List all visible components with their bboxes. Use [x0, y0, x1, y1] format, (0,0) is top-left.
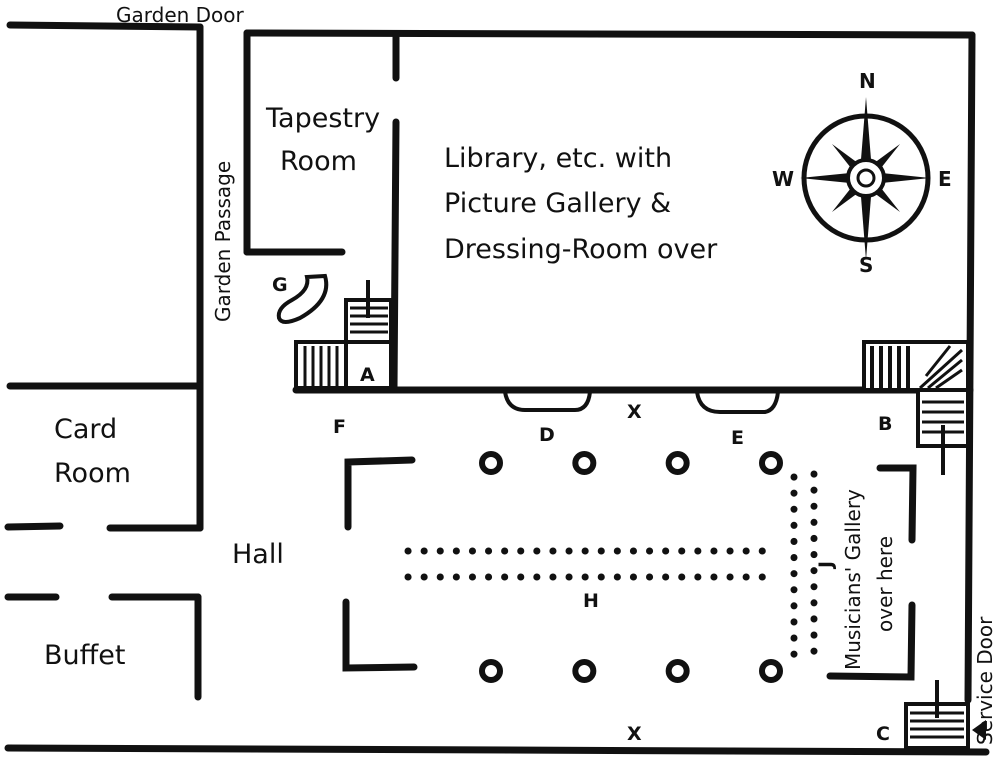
library-label-line1: Library, etc. with — [444, 143, 672, 174]
key-a: A — [360, 364, 375, 386]
fireplace-e — [695, 390, 780, 414]
key-e: E — [731, 427, 744, 449]
screen-south — [342, 598, 418, 672]
key-x-top: X — [627, 401, 642, 423]
column-bottom-1 — [479, 659, 503, 683]
fireplace-d — [503, 390, 592, 412]
compass-south-label: S — [859, 253, 873, 277]
staircase-c — [904, 680, 970, 750]
key-g: G — [272, 274, 288, 296]
key-f: F — [333, 416, 346, 438]
card-room-label-line2: Room — [54, 458, 131, 489]
walls — [4, 21, 990, 756]
staircase-b — [862, 340, 970, 475]
room-labels: Garden Door Garden Passage Tapestry Room… — [44, 3, 994, 745]
compass-west-label: W — [772, 167, 794, 191]
key-x-bottom: X — [627, 723, 642, 745]
column-bottom-4 — [759, 659, 783, 683]
wall-tapestry-east-lower — [390, 118, 400, 392]
column-top-3 — [665, 451, 690, 475]
column-bottom-3 — [665, 659, 690, 683]
wall-south — [4, 744, 990, 756]
wall-top-main — [243, 29, 976, 39]
musicians-gallery-label-line1: Musicians' Gallery — [841, 489, 865, 670]
tapestry-room-label-line1: Tapestry — [265, 103, 380, 134]
garden-door-label: Garden Door — [116, 3, 245, 27]
key-letters: A B C D E F G H J X X — [272, 274, 892, 745]
compass-hub — [846, 158, 886, 198]
hall-label: Hall — [232, 539, 284, 570]
card-room-label-line1: Card — [54, 414, 117, 445]
key-b: B — [878, 413, 892, 435]
gallery-bracket-bottom — [826, 601, 916, 681]
fireplaces — [503, 390, 780, 414]
dotted-lines — [404, 470, 818, 660]
staircase-a — [294, 280, 393, 390]
column-top-2 — [572, 451, 597, 475]
screen-north — [344, 456, 416, 531]
compass-north-label: N — [859, 69, 876, 93]
column-bottom-2 — [572, 659, 597, 683]
service-door-label: Service Door — [973, 616, 994, 745]
buffet-label: Buffet — [44, 640, 125, 671]
column-top-1 — [479, 451, 503, 475]
library-label-line3: Dressing-Room over — [444, 234, 718, 265]
key-j: J — [815, 561, 837, 570]
service-door-arrow-icon — [972, 720, 986, 740]
garden-passage-label: Garden Passage — [211, 161, 235, 322]
library-label-line2: Picture Gallery & — [444, 188, 671, 219]
columns — [479, 451, 783, 683]
tapestry-room-label-line2: Room — [280, 146, 357, 177]
musicians-gallery-label-line2: over here — [873, 536, 897, 632]
key-d: D — [539, 424, 555, 446]
key-h: H — [583, 590, 599, 612]
compass-east-label: E — [938, 167, 952, 191]
wall-card-room-south-left — [4, 522, 64, 531]
compass-rose: N S E W — [772, 69, 952, 277]
curved-seat-g — [276, 273, 329, 324]
gallery-bracket-top — [876, 464, 917, 544]
key-c: C — [876, 723, 890, 745]
column-top-4 — [759, 451, 783, 475]
wall-top-left — [6, 21, 204, 31]
